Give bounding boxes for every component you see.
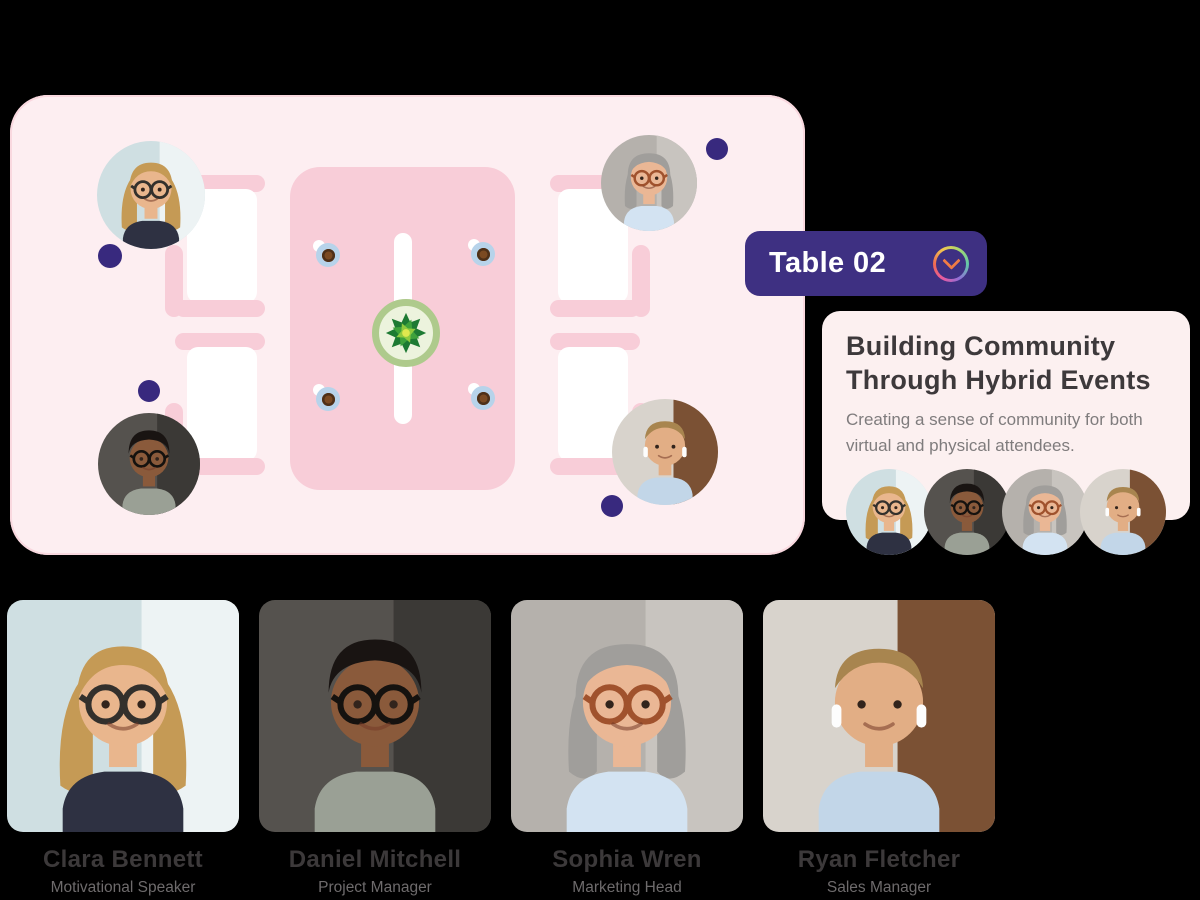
attendee-facepile [846,469,1166,555]
chevron-icon-inner [936,248,966,279]
attendee-role: Project Manager [318,879,432,896]
facepile-avatar-ryan[interactable] [1080,469,1166,555]
attendee-name: Clara Bennett [43,846,203,873]
attendee-card[interactable]: Sophia Wren Marketing Head [511,600,743,897]
seat-avatar-sophia[interactable] [601,135,697,231]
attendee-role: Motivational Speaker [50,879,196,896]
facepile-avatar-clara[interactable] [846,469,932,555]
chair-seat [187,347,257,461]
coffee-cup-icon [313,384,340,411]
chair-back [165,245,183,317]
table-badge[interactable]: Table 02 [745,231,987,296]
centerpiece-plant [372,299,440,367]
coffee-cup-icon [468,383,495,410]
session-card[interactable]: Building Community Through Hybrid Events… [822,311,1190,555]
facepile-avatar-sophia[interactable] [1002,469,1088,555]
cup-coffee [477,248,490,261]
attendee-photo-daniel[interactable] [259,600,491,832]
session-description: Creating a sense of community for both v… [846,410,1143,455]
seat-avatar-ryan[interactable] [612,399,718,505]
status-dot [601,495,623,517]
status-dot [706,138,728,160]
attendee-photo-clara[interactable] [7,600,239,832]
chevron-down-icon[interactable] [933,245,969,282]
attendee-name: Ryan Fletcher [797,846,961,873]
attendee-photo-ryan[interactable] [763,600,995,832]
attendee-card[interactable]: Ryan Fletcher Sales Manager [763,600,995,897]
chair-back [632,245,650,317]
seat-avatar-clara[interactable] [97,141,205,249]
plant-icon [385,312,427,354]
chair-armrest [550,300,640,317]
table-floor-panel [10,95,805,555]
attendee-name: Daniel Mitchell [288,846,462,873]
attendee-name: Sophia Wren [552,846,702,873]
cup-coffee [322,393,335,406]
attendee-photo-sophia[interactable] [511,600,743,832]
table-badge-label: Table 02 [769,247,887,279]
chair-armrest [175,333,265,350]
chair-armrest [175,300,265,317]
conference-table [290,167,515,490]
coffee-cup-icon [313,240,340,267]
attendee-card[interactable]: Daniel Mitchell Project Manager [259,600,491,897]
attendee-role: Marketing Head [572,879,682,896]
cup-coffee [477,392,490,405]
status-dot [98,244,122,268]
attendee-card[interactable]: Clara Bennett Motivational Speaker [7,600,239,897]
attendee-role: Sales Manager [826,879,932,896]
cup-coffee [322,249,335,262]
seat-avatar-daniel[interactable] [98,413,200,515]
session-title: Building Community Through Hybrid Events [846,331,1151,395]
coffee-cup-icon [468,239,495,266]
status-dot [138,380,160,402]
facepile-avatar-daniel[interactable] [924,469,1010,555]
chevron-glyph [941,251,961,270]
